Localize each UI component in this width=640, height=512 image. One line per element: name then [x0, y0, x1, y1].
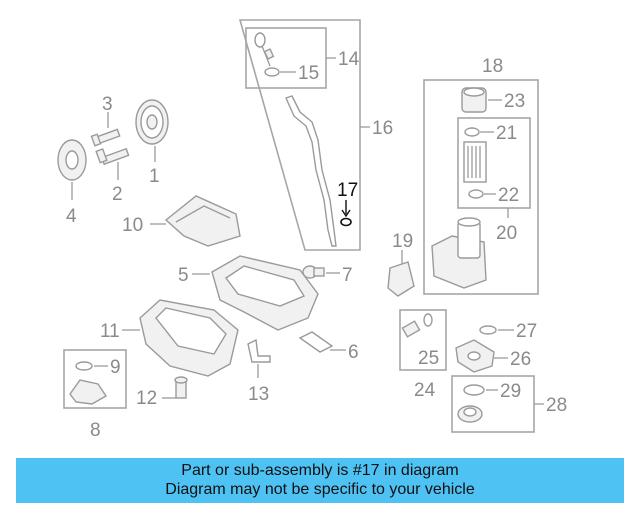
- pin-12-part: [174, 376, 188, 399]
- info-banner: Part or sub-assembly is #17 in diagram D…: [16, 458, 624, 503]
- callout-3: 3: [102, 94, 113, 115]
- damper-pulley-part: [57, 139, 87, 181]
- callout-22: 22: [498, 185, 519, 206]
- callout-5: 5: [178, 265, 189, 286]
- callout-2: 2: [112, 184, 123, 205]
- o-ring-21-part: [464, 127, 480, 137]
- o-ring-17-part: [340, 217, 352, 227]
- callout-27: 27: [516, 321, 537, 342]
- callout-23: 23: [504, 91, 525, 112]
- gasket-6-part: [298, 331, 334, 353]
- callout-20: 20: [496, 223, 517, 244]
- callout-8: 8: [90, 420, 101, 441]
- bolt-3-part: [90, 128, 121, 147]
- crankshaft-pulley-part: [135, 99, 169, 145]
- callout-9: 9: [110, 357, 121, 378]
- callout-12: 12: [136, 388, 157, 409]
- banner-line-1: Part or sub-assembly is #17 in diagram: [181, 462, 459, 479]
- group-24-box: [399, 309, 447, 371]
- cover-19-part: [387, 261, 415, 297]
- o-ring-15-part: [264, 67, 280, 77]
- o-ring-22-part: [468, 189, 484, 199]
- callout-25: 25: [418, 348, 439, 369]
- filter-housing-part: [431, 217, 487, 289]
- group-18-box: [423, 79, 539, 295]
- leader-17-arrow: [341, 209, 351, 218]
- o-ring-9-part: [75, 361, 93, 371]
- o-ring-29-part: [463, 384, 485, 396]
- dipstick-handle-part: [254, 32, 275, 67]
- callout-19: 19: [392, 231, 413, 252]
- sensor-8-part: [69, 379, 107, 405]
- callout-29: 29: [500, 381, 521, 402]
- callout-21: 21: [496, 123, 517, 144]
- callout-16: 16: [372, 118, 393, 139]
- sensor-25-part: [401, 313, 433, 338]
- callout-24: 24: [414, 380, 436, 401]
- baffle-10-part: [164, 195, 241, 247]
- callout-10: 10: [122, 215, 143, 236]
- filter-cap-23-part: [461, 87, 487, 113]
- callout-26: 26: [510, 349, 531, 370]
- bolt-2-part: [95, 147, 130, 166]
- drain-plug-7-part: [302, 265, 325, 279]
- group-8-box: [63, 349, 127, 409]
- callout-4: 4: [66, 206, 77, 227]
- callout-7: 7: [342, 265, 353, 286]
- group-20-box: [457, 117, 531, 209]
- callout-13: 13: [248, 384, 269, 405]
- callout-17: 17: [337, 180, 358, 201]
- oil-cooler-26-part: [455, 339, 495, 373]
- callout-15: 15: [298, 63, 319, 84]
- callout-1: 1: [149, 166, 160, 187]
- banner-line-2: Diagram may not be specific to your vehi…: [165, 481, 475, 498]
- dipstick-group-outline: [238, 19, 361, 251]
- callout-18: 18: [482, 56, 503, 77]
- group-28-box: [451, 375, 535, 433]
- filter-element-part: [463, 141, 487, 183]
- gasket-27-part: [479, 325, 497, 335]
- dipstick-tube-part: [285, 95, 337, 247]
- callout-14: 14: [338, 49, 360, 70]
- callout-11: 11: [100, 321, 120, 342]
- thermostat-part: [457, 405, 483, 423]
- callout-6: 6: [348, 342, 359, 363]
- callout-28: 28: [546, 395, 567, 416]
- parts-diagram: 15 14 16 17 1 3 2 4 10 5: [57, 19, 567, 441]
- bracket-13-part: [247, 338, 271, 363]
